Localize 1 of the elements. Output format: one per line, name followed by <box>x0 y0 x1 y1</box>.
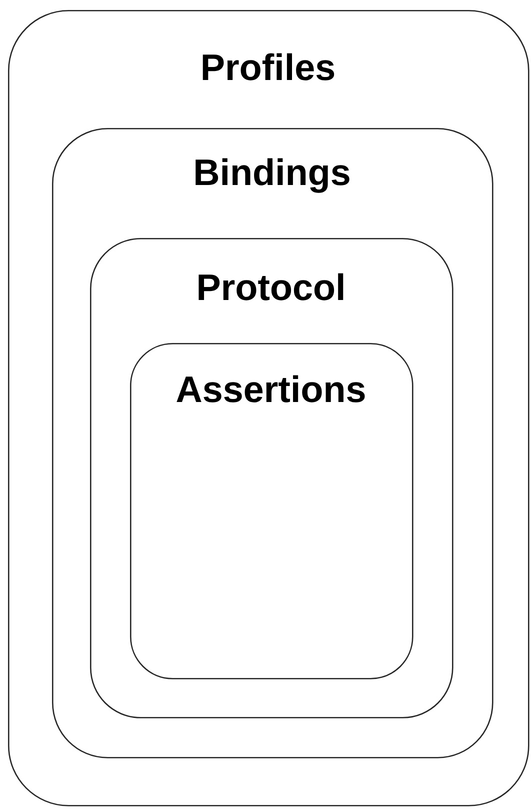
nested-box: Assertions <box>130 343 414 680</box>
